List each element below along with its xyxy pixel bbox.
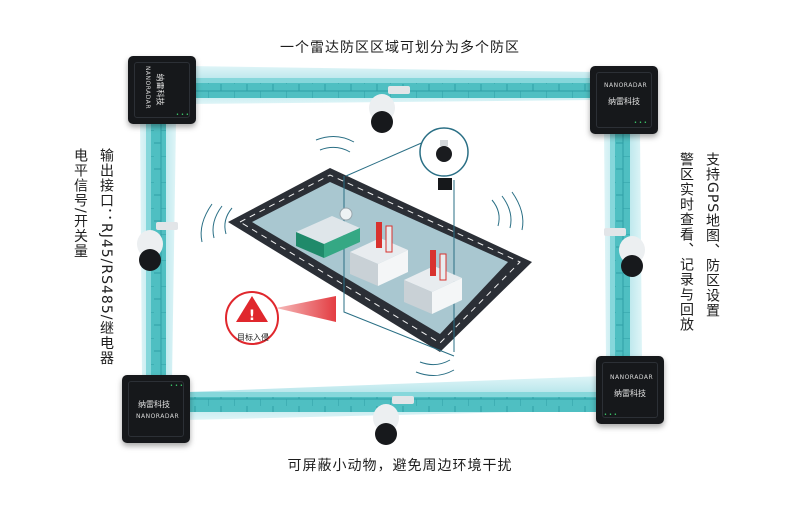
camera-dome-icon xyxy=(139,249,161,271)
camera-mount xyxy=(440,140,448,146)
caption-top: 一个雷达防区区域可划分为多个防区 xyxy=(280,40,520,56)
mini-radar-icon xyxy=(438,178,452,190)
dome-camera-icon xyxy=(436,146,452,162)
status-led-icon: ••• xyxy=(634,120,649,126)
radar-face xyxy=(596,72,652,128)
camera-housing xyxy=(619,236,645,264)
satellite-dish-icon xyxy=(339,207,353,221)
status-led-icon: ••• xyxy=(176,112,191,118)
radar-face xyxy=(602,362,658,418)
warehouse xyxy=(296,207,360,258)
warning-triangle-icon xyxy=(236,296,268,322)
radar-unit-top-left: NANORADAR 纳雷科技 ••• xyxy=(128,56,196,124)
caption-bottom: 可屏蔽小动物，避免周边环境干扰 xyxy=(287,458,513,474)
radar-brand-cn: 纳雷科技 xyxy=(155,73,165,106)
factory-2 xyxy=(404,250,462,314)
camera-dome-icon xyxy=(375,423,397,445)
factory-2-roof xyxy=(404,266,462,292)
camera-housing xyxy=(137,230,163,258)
caption-right-column-2: 警区实时查看、记录与回放 xyxy=(678,152,694,332)
radar-face xyxy=(134,62,190,118)
camera-arm xyxy=(604,228,626,236)
camera-arm xyxy=(156,222,178,230)
caption-right-column-1: 支持GPS地图、防区设置 xyxy=(704,152,720,319)
camera-housing xyxy=(373,404,399,432)
ptz-camera-top xyxy=(369,86,410,133)
ptz-camera-left xyxy=(137,222,178,271)
radar-unit-top-right: NANORADAR 纳雷科技 ••• xyxy=(590,66,658,134)
wall-bottom-cap xyxy=(186,392,606,397)
ptz-camera-right xyxy=(604,228,645,277)
status-led-icon: ••• xyxy=(170,383,185,389)
radar-brand-en: NANORADAR xyxy=(144,65,152,110)
camera-zoom-bubble xyxy=(345,127,469,190)
ptz-camera-bottom xyxy=(373,396,414,445)
radar-brand-cn: 纳雷科技 xyxy=(614,389,646,398)
warehouse-side xyxy=(324,228,360,258)
radar-brand-cn: 纳雷科技 xyxy=(138,400,170,409)
alert-label: 目标入侵 xyxy=(237,333,269,342)
chimney xyxy=(439,253,447,281)
radar-wave-arcs xyxy=(200,136,524,376)
radar-unit-bottom-left: 纳雷科技 NANORADAR ••• xyxy=(122,375,190,443)
chimney xyxy=(385,225,393,253)
radar-brand-en: NANORADAR xyxy=(610,374,654,381)
caption-left-column-1: 输出接口：RJ45/RS485/继电器 xyxy=(98,148,114,366)
wall-top-cap xyxy=(190,78,600,83)
factory-1-side xyxy=(378,250,408,286)
factory-1 xyxy=(350,222,408,286)
camera-dome-icon xyxy=(371,111,393,133)
warehouse-roof xyxy=(296,216,360,244)
intrusion-alert: ! xyxy=(225,291,336,345)
warehouse-front xyxy=(296,232,324,258)
factory-1-roof xyxy=(350,238,408,264)
camera-dome-icon xyxy=(621,255,643,277)
camera-arm xyxy=(392,396,414,404)
status-led-icon: ••• xyxy=(604,412,619,418)
radar-brand-cn: 纳雷科技 xyxy=(608,97,640,106)
factory-1-front xyxy=(350,252,378,286)
camera-arm xyxy=(388,86,410,94)
radar-brand-en: NANORADAR xyxy=(136,413,180,420)
factory-2-side xyxy=(432,278,462,314)
alert-beam xyxy=(276,296,336,322)
radar-unit-bottom-right: NANORADAR 纳雷科技 ••• xyxy=(596,356,664,424)
radar-brand-en: NANORADAR xyxy=(604,82,648,89)
chimney xyxy=(376,222,382,248)
road-centerline xyxy=(238,174,521,344)
warning-exclamation: ! xyxy=(249,308,255,324)
radar-face xyxy=(128,381,184,437)
chimney xyxy=(430,250,436,276)
factory-2-front xyxy=(404,280,432,314)
wall-right-cap xyxy=(610,130,615,360)
caption-left-column-2: 电平信号/开关量 xyxy=(72,148,88,259)
